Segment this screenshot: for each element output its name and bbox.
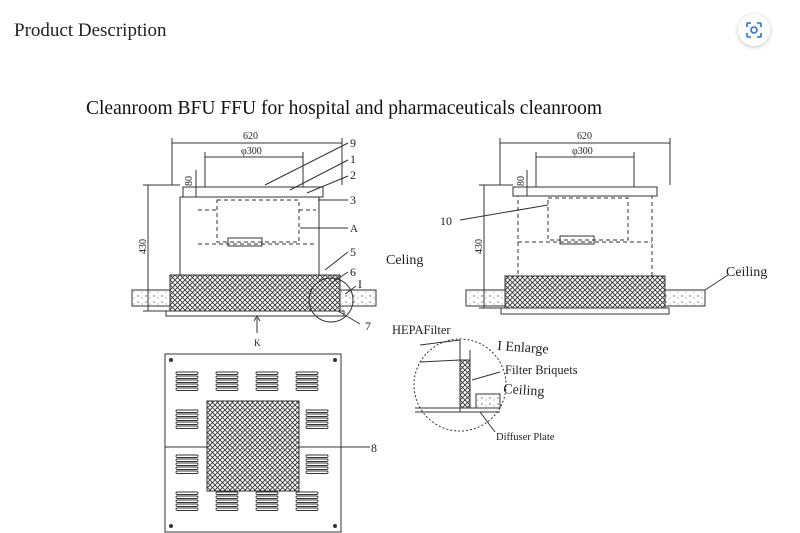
louver-slot bbox=[305, 462, 329, 466]
part-label-3: 3 bbox=[350, 193, 356, 207]
louver-slot bbox=[305, 417, 329, 421]
louver-slot bbox=[175, 462, 199, 466]
louver-slot bbox=[175, 495, 199, 499]
louver-slots bbox=[175, 371, 329, 511]
louver-slot bbox=[215, 383, 239, 387]
louver-slot bbox=[215, 371, 239, 375]
left-ceiling-label: Celing bbox=[386, 253, 423, 268]
louver-slot bbox=[175, 507, 199, 511]
detail-ceiling-label: Ceiling bbox=[503, 382, 545, 400]
louver-slot bbox=[305, 454, 329, 458]
right-dim-diameter: φ300 bbox=[572, 146, 593, 157]
louver-slot bbox=[215, 387, 239, 391]
louver-slot bbox=[255, 503, 279, 507]
louver-slot bbox=[255, 499, 279, 503]
louver-slot bbox=[215, 499, 239, 503]
louver-slot bbox=[175, 417, 199, 421]
part-label-1: 1 bbox=[350, 152, 356, 166]
louver-slot bbox=[305, 470, 329, 474]
louver-slot bbox=[295, 383, 319, 387]
louver-slot bbox=[175, 491, 199, 495]
right-dim-width: 620 bbox=[577, 131, 592, 142]
louver-slot bbox=[175, 387, 199, 391]
louver-slot bbox=[255, 495, 279, 499]
right-section-view bbox=[459, 138, 729, 315]
louver-slot bbox=[295, 499, 319, 503]
louver-slot bbox=[295, 491, 319, 495]
left-dim-80: 80 bbox=[184, 176, 195, 186]
louver-slot bbox=[175, 470, 199, 474]
part-label-I: I bbox=[358, 277, 362, 291]
louver-slot bbox=[255, 375, 279, 379]
louver-slot bbox=[295, 503, 319, 507]
louver-slot bbox=[215, 491, 239, 495]
louver-slot bbox=[295, 507, 319, 511]
louver-slot bbox=[305, 425, 329, 429]
louver-slot bbox=[175, 425, 199, 429]
left-dim-width: 620 bbox=[243, 131, 258, 142]
hepa-filter-label: HEPAFilter bbox=[392, 323, 451, 337]
louver-slot bbox=[305, 466, 329, 470]
bottom-plan-view bbox=[164, 353, 370, 533]
louver-slot bbox=[295, 375, 319, 379]
louver-slot bbox=[295, 387, 319, 391]
louver-slot bbox=[295, 379, 319, 383]
louver-slot bbox=[175, 379, 199, 383]
lens-search-button[interactable] bbox=[738, 14, 770, 46]
part-label-8: 8 bbox=[371, 441, 377, 455]
louver-slot bbox=[215, 495, 239, 499]
louver-slot bbox=[175, 503, 199, 507]
louver-slot bbox=[175, 458, 199, 462]
louver-slot bbox=[295, 495, 319, 499]
louver-slot bbox=[175, 371, 199, 375]
louver-slot bbox=[295, 371, 319, 375]
filter-briquets-label: Filter Briquets bbox=[505, 363, 578, 377]
louver-slot bbox=[175, 409, 199, 413]
louver-slot bbox=[305, 421, 329, 425]
left-dim-diameter: φ300 bbox=[241, 146, 262, 157]
louver-slot bbox=[175, 421, 199, 425]
louver-slot bbox=[215, 507, 239, 511]
enlarge-label: I Enlarge bbox=[497, 339, 549, 358]
louver-slot bbox=[255, 371, 279, 375]
section-title: Product Description bbox=[14, 20, 167, 41]
right-dim-430: 430 bbox=[474, 239, 485, 254]
enlarged-detail bbox=[413, 338, 507, 433]
part-label-A: A bbox=[350, 223, 358, 235]
louver-slot bbox=[215, 375, 239, 379]
view-arrow-label: K bbox=[254, 338, 261, 348]
louver-slot bbox=[175, 383, 199, 387]
lens-search-icon bbox=[746, 22, 762, 38]
part-label-7: 7 bbox=[365, 319, 371, 333]
part-label-10: 10 bbox=[440, 214, 452, 228]
louver-slot bbox=[175, 466, 199, 470]
louver-slot bbox=[255, 379, 279, 383]
louver-slot bbox=[175, 375, 199, 379]
louver-slot bbox=[305, 409, 329, 413]
right-ceiling-label: Ceiling bbox=[726, 265, 767, 280]
part-label-2: 2 bbox=[350, 168, 356, 182]
louver-slot bbox=[175, 413, 199, 417]
louver-slot bbox=[215, 503, 239, 507]
louver-slot bbox=[215, 379, 239, 383]
louver-slot bbox=[255, 383, 279, 387]
louver-slot bbox=[175, 499, 199, 503]
louver-slot bbox=[305, 413, 329, 417]
louver-slot bbox=[175, 454, 199, 458]
part-label-9: 9 bbox=[350, 136, 356, 150]
right-dim-80: 80 bbox=[516, 176, 527, 186]
louver-slot bbox=[255, 507, 279, 511]
left-dim-430: 430 bbox=[138, 239, 149, 254]
part-label-5: 5 bbox=[350, 245, 356, 259]
louver-slot bbox=[305, 458, 329, 462]
louver-slot bbox=[255, 491, 279, 495]
diagram-title: Cleanroom BFU FFU for hospital and pharm… bbox=[86, 98, 603, 119]
diffuser-plate-label: Diffuser Plate bbox=[496, 432, 555, 443]
left-section-view bbox=[131, 138, 377, 333]
louver-slot bbox=[255, 387, 279, 391]
part-label-6: 6 bbox=[350, 265, 356, 279]
